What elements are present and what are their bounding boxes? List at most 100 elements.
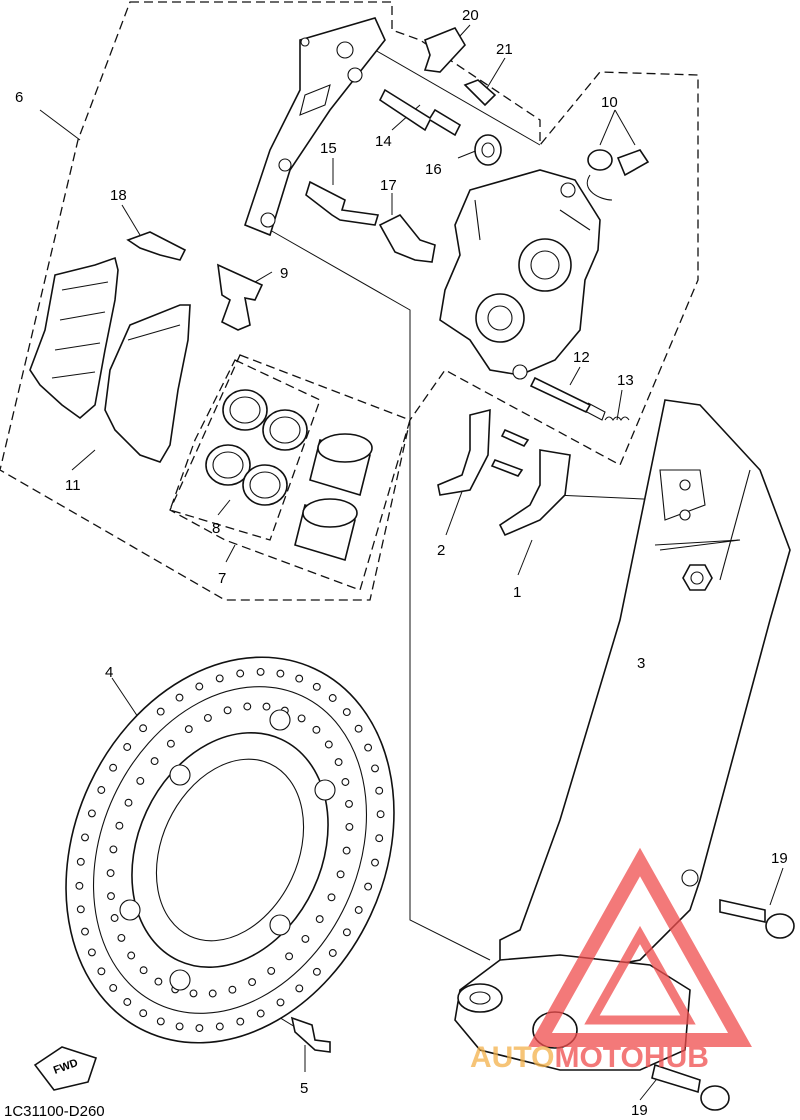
slide-pin-14 — [378, 88, 462, 137]
disc-vent-hole — [109, 983, 118, 992]
disc-vent-hole — [76, 857, 85, 866]
disc-vent-hole — [203, 713, 212, 722]
disc-vent-hole — [345, 822, 354, 831]
disc-vent-hole — [150, 757, 159, 766]
watermark-triangle-icon — [528, 847, 752, 1047]
disc-vent-hole — [328, 694, 337, 702]
disc-vent-hole — [123, 998, 132, 1006]
disc-vent-hole — [336, 870, 345, 879]
disc-vent-hole — [156, 707, 165, 716]
brake-pad-outer — [29, 256, 119, 420]
watermark-triangle-inner-icon — [584, 925, 696, 1025]
disc-vent-hole — [256, 667, 265, 676]
disc-vent-hole — [295, 984, 304, 993]
pad-support-9 — [217, 263, 264, 331]
slide-pin-15 — [305, 180, 380, 226]
disc-vent-hole — [75, 881, 84, 890]
disc-vent-hole — [81, 927, 89, 936]
disc-vent-hole — [139, 1009, 148, 1018]
watermark-text-hub: HUB — [644, 1041, 709, 1074]
watermark-logo: AUTOMOTOHUB — [470, 847, 752, 1074]
disc-vent-hole — [276, 669, 285, 678]
disc-vent-hole — [301, 934, 310, 943]
support-plate-1 — [498, 449, 571, 537]
disc-vent-hole — [342, 708, 351, 717]
disc-vent-hole — [236, 669, 245, 678]
disc-vent-hole — [345, 799, 353, 808]
callout-3: 3 — [637, 655, 645, 672]
disc-vent-hole — [87, 948, 96, 957]
brake-pad-inner — [104, 304, 191, 463]
callout-5: 5 — [300, 1080, 308, 1097]
disc-vent-hole — [136, 776, 145, 785]
seal-kit-boundary — [169, 359, 321, 541]
boot-17 — [378, 213, 436, 263]
callout-16: 16 — [425, 161, 442, 178]
bolt-19-upper — [719, 899, 795, 939]
disc-vent-hole — [109, 763, 118, 772]
disc-vent-hole — [139, 966, 148, 975]
pistons — [294, 433, 373, 562]
disc-vent-hole — [364, 882, 373, 891]
callout-12: 12 — [573, 349, 590, 366]
disc-vent-hole — [248, 978, 257, 987]
disc-vent-hole — [109, 845, 118, 854]
disc-vent-hole — [189, 989, 198, 998]
callout-7: 7 — [218, 570, 226, 587]
disc-vent-hole — [364, 743, 373, 752]
disc-vent-hole — [166, 739, 175, 748]
callout-9: 9 — [280, 265, 288, 282]
pad-pin-12 — [529, 376, 606, 421]
disc-vent-hole — [312, 967, 321, 976]
callout-19-upper: 19 — [771, 850, 788, 867]
clip-20 — [423, 27, 466, 73]
disc-vent-hole — [76, 905, 85, 914]
boot-16 — [474, 134, 502, 166]
disc-vent-hole — [154, 977, 163, 986]
disc-vent-hole — [334, 758, 343, 767]
bolt-5 — [290, 1016, 331, 1053]
disc-vent-hole — [315, 915, 324, 924]
bleed-screw-10 — [586, 149, 650, 201]
disc-vent-hole — [215, 1022, 224, 1031]
caliper-bracket — [244, 17, 386, 237]
disc-vent-hole — [175, 1022, 184, 1031]
callout-19-lower: 19 — [631, 1102, 648, 1119]
disc-vent-hole — [139, 724, 148, 733]
bolt-19-lower — [651, 1063, 730, 1111]
disc-vent-hole — [312, 725, 321, 734]
callout-4: 4 — [105, 664, 113, 681]
disc-vent-hole — [124, 798, 133, 807]
piston-seals — [205, 389, 308, 506]
callout-labels: 1 2 3 4 5 6 7 8 9 10 11 12 13 14 15 16 1… — [15, 7, 788, 1119]
disc-vent-hole — [371, 858, 379, 867]
disc-vent-hole — [97, 786, 106, 794]
disc-vent-hole — [175, 693, 184, 702]
disc-vent-hole — [297, 714, 306, 723]
callout-18: 18 — [110, 187, 127, 204]
disc-vent-hole — [228, 985, 237, 994]
disc-vent-hole — [375, 786, 384, 795]
pad-clip-18 — [126, 231, 187, 261]
callout-13: 13 — [617, 372, 634, 389]
disc-vent-hole — [236, 1017, 245, 1026]
disc-vent-hole — [375, 834, 384, 843]
disc-vent-hole — [328, 949, 337, 957]
callout-14: 14 — [375, 133, 392, 150]
disc-vent-hole — [256, 1009, 265, 1018]
callout-17: 17 — [380, 177, 397, 194]
support-plate-2 — [437, 408, 530, 496]
disc-vent-hole — [106, 869, 115, 878]
callout-2: 2 — [437, 542, 445, 559]
fwd-arrow-icon: FWD — [33, 1046, 98, 1091]
fork-outer-tube — [499, 399, 791, 976]
disc-vent-hole — [262, 702, 271, 711]
disc-vent-hole — [342, 928, 351, 937]
nut-3 — [682, 564, 713, 591]
disc-vent-hole — [243, 702, 252, 711]
disc-vent-hole — [285, 952, 294, 961]
bolt-21 — [463, 79, 497, 107]
watermark-text-moto: MOTO — [554, 1041, 643, 1074]
disc-vent-hole — [324, 740, 333, 749]
